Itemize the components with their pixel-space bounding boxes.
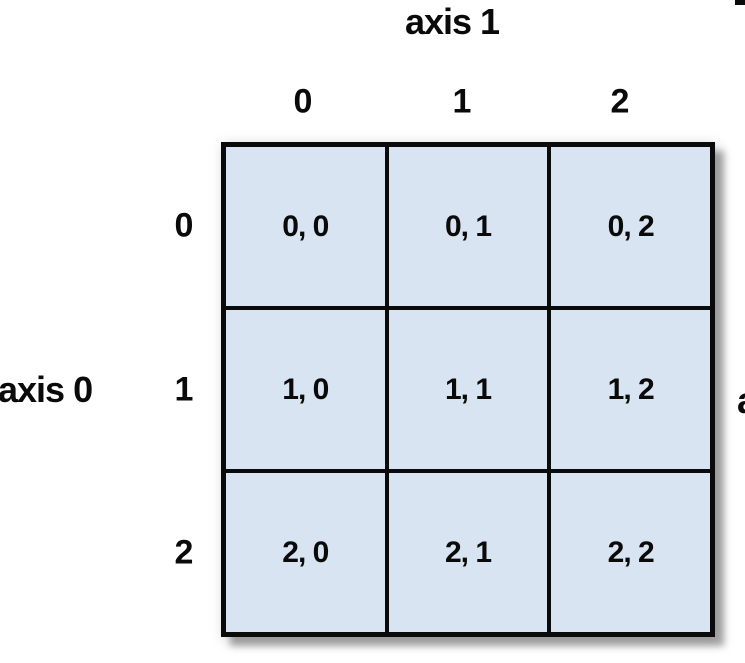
axis-1-label: axis 1 — [404, 1, 500, 42]
page-edge-artifact-mark — [735, 0, 745, 5]
grid-cell-0-1: 0, 1 — [388, 147, 548, 306]
grid-cell-2-0: 2, 0 — [226, 473, 385, 632]
grid-cell-1-2: 1, 2 — [551, 310, 710, 469]
row-header-1: 1 — [174, 370, 194, 409]
grid-cell-2-2: 2, 2 — [551, 473, 710, 632]
page-edge-partial-glyph: a — [737, 380, 745, 422]
row-header-2: 2 — [174, 533, 194, 572]
grid-cell-1-0: 1, 0 — [226, 310, 385, 469]
grid-cell-2-1: 2, 1 — [388, 473, 548, 632]
column-header-2: 2 — [610, 82, 630, 121]
column-header-1: 1 — [452, 82, 472, 121]
grid-cell-0-2: 0, 2 — [551, 147, 710, 306]
column-header-0: 0 — [293, 82, 313, 121]
array-grid: 0, 0 0, 1 0, 2 1, 0 1, 1 1, 2 2, 0 2, 1 … — [221, 142, 715, 637]
grid-cell-0-0: 0, 0 — [226, 147, 385, 306]
row-header-0: 0 — [174, 206, 194, 245]
axis-0-label: axis 0 — [0, 369, 93, 410]
grid-cell-1-1: 1, 1 — [388, 310, 548, 469]
